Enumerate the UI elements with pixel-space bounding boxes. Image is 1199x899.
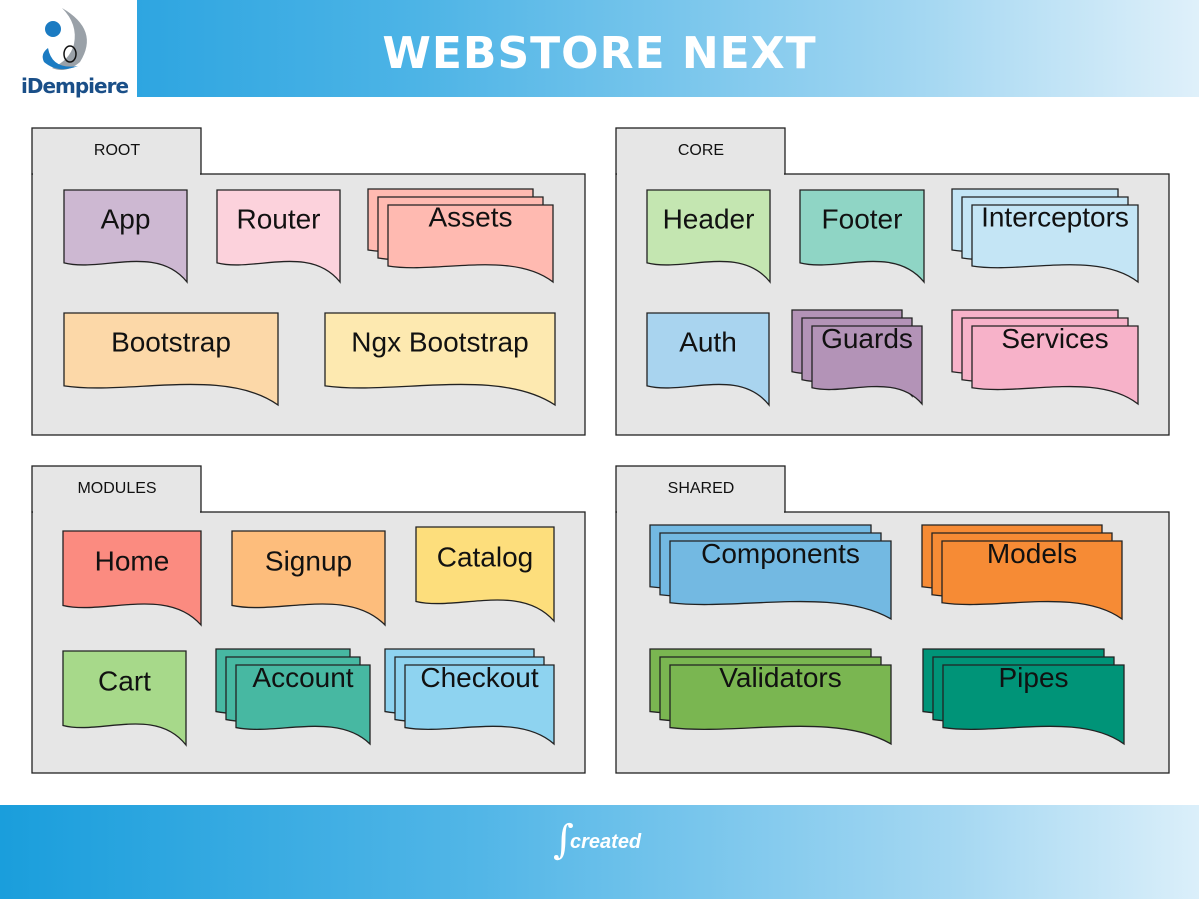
module-components: Components: [649, 524, 892, 621]
module-label: Router: [236, 204, 320, 235]
logo: iDempiere: [0, 0, 137, 98]
module-signup: Signup: [231, 530, 386, 627]
page-title: WEBSTORE NEXT: [382, 28, 817, 79]
module-models: Models: [921, 524, 1123, 621]
group-label: ROOT: [94, 142, 140, 159]
logo-mark-icon: [42, 8, 87, 70]
module-validators: Validators: [649, 648, 892, 746]
document-shape: [216, 189, 341, 284]
module-label: App: [101, 204, 151, 235]
footer-band: ∫ created: [0, 805, 1199, 899]
module-checkout: Checkout: [384, 648, 555, 746]
module-label: Interceptors: [981, 202, 1129, 233]
module-auth: Auth: [646, 312, 770, 407]
module-guards: Guards: [791, 309, 923, 406]
module-label: Pipes: [998, 662, 1068, 693]
document-shape: [387, 204, 554, 284]
document-shape: [942, 664, 1125, 746]
module-bootstrap: Bootstrap: [63, 312, 279, 407]
module-catalog: Catalog: [415, 526, 555, 623]
integral-logo-icon: ∫: [553, 817, 574, 863]
module-label: Ngx Bootstrap: [351, 327, 528, 358]
document-shape: [415, 526, 555, 623]
module-home: Home: [62, 530, 202, 627]
document-shape: [404, 664, 555, 746]
document-shape: [811, 325, 923, 406]
module-label: Assets: [428, 202, 512, 233]
document-shape: [646, 189, 771, 284]
group-tab: [615, 127, 786, 175]
module-label: Services: [1001, 323, 1108, 354]
document-shape: [324, 312, 556, 407]
module-label: Validators: [719, 662, 841, 693]
module-label: Footer: [822, 204, 903, 235]
group-label: MODULES: [77, 480, 156, 497]
document-shape: [231, 530, 386, 627]
module-label: Models: [987, 538, 1077, 569]
document-shape: [669, 540, 892, 621]
document-shape: [235, 664, 371, 746]
document-shape: [63, 189, 188, 284]
module-label: Checkout: [420, 662, 539, 693]
document-shape: [62, 530, 202, 627]
document-shape: [669, 664, 892, 746]
module-label: Signup: [265, 545, 352, 576]
document-shape: [63, 312, 279, 407]
module-app: App: [63, 189, 188, 284]
document-shape: [971, 204, 1139, 284]
document-shape: [799, 189, 925, 284]
module-header: Header: [646, 189, 771, 284]
module-label: Cart: [98, 665, 151, 696]
group-tab: [31, 465, 202, 513]
module-services: Services: [951, 309, 1139, 406]
module-label: Header: [663, 204, 755, 235]
document-shape: [941, 540, 1123, 621]
module-label: Account: [252, 662, 353, 693]
module-label: Auth: [679, 327, 737, 358]
module-ngx-bootstrap: Ngx Bootstrap: [324, 312, 556, 407]
module-account: Account: [215, 648, 371, 746]
footer-text: created: [570, 831, 642, 853]
module-label: Catalog: [437, 541, 534, 572]
module-footer: Footer: [799, 189, 925, 284]
module-interceptors: Interceptors: [951, 188, 1139, 284]
group-label: CORE: [678, 142, 724, 159]
module-cart: Cart: [62, 650, 187, 747]
module-assets: Assets: [367, 188, 554, 284]
document-shape: [646, 312, 770, 407]
module-label: Home: [95, 545, 170, 576]
logo-text: iDempiere: [21, 74, 129, 98]
module-label: Components: [701, 538, 860, 569]
header-band: iDempiere WEBSTORE NEXT: [0, 0, 1199, 98]
document-shape: [971, 325, 1139, 406]
group-label: SHARED: [668, 480, 735, 497]
document-shape: [62, 650, 187, 747]
module-router: Router: [216, 189, 341, 284]
module-label: Guards: [821, 323, 913, 354]
module-pipes: Pipes: [922, 648, 1125, 746]
group-tab: [615, 465, 786, 513]
module-label: Bootstrap: [111, 327, 231, 358]
